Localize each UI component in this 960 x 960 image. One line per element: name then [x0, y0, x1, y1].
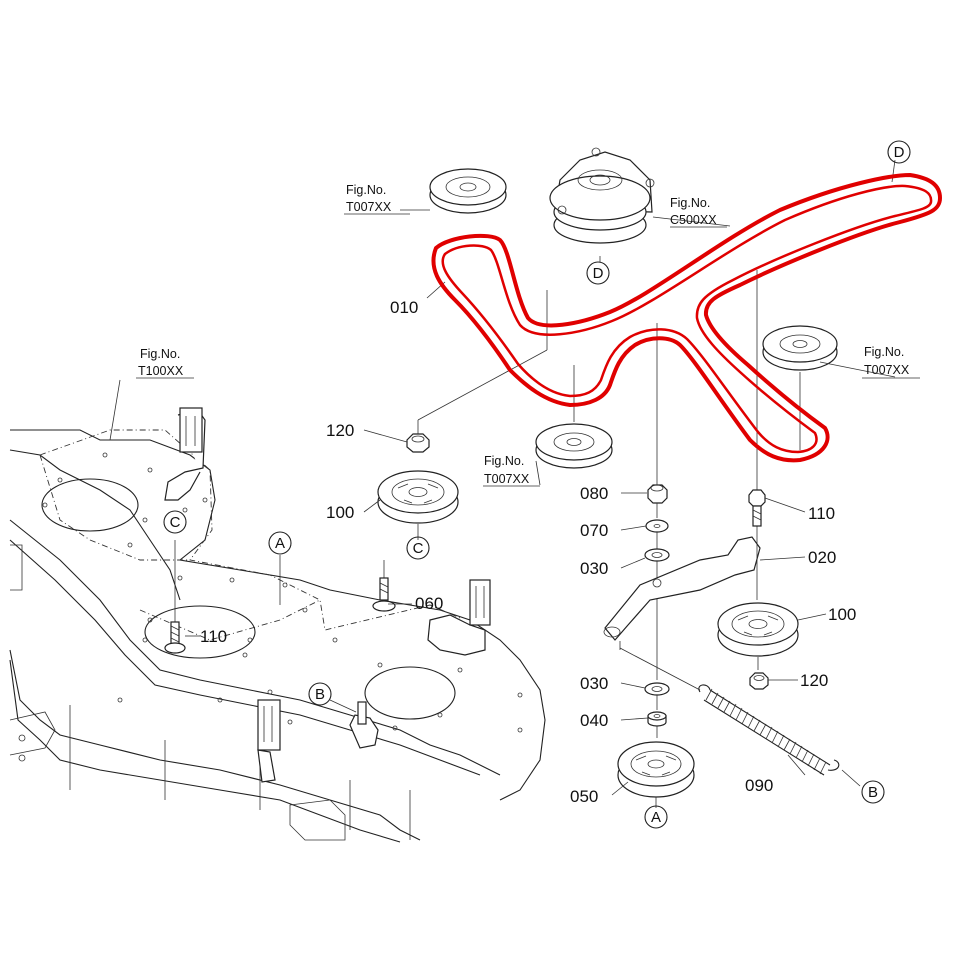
callout-030-upper: 030: [580, 559, 608, 578]
marker-d-top: D: [887, 140, 911, 164]
idler-pulley-center: [535, 365, 613, 469]
callout-050: 050: [570, 787, 598, 806]
idler-pulley-top: [429, 168, 548, 350]
deck-bolt-060: [372, 560, 396, 612]
svg-text:A: A: [275, 535, 285, 552]
figref-top-left-line1: Fig.No.: [346, 183, 386, 197]
svg-text:C: C: [170, 514, 181, 531]
callout-100-right: 100: [828, 605, 856, 624]
pto-clutch: [549, 147, 655, 244]
figref-center-line1: Fig.No.: [484, 454, 524, 468]
callout-100-left: 100: [326, 503, 354, 522]
tension-spring-090: [698, 684, 861, 787]
callout-labels: 010 120 100 080 070 030 030 040 050 110 …: [200, 298, 856, 806]
figref-top-left-line2: T007XX: [346, 200, 392, 214]
svg-text:D: D: [894, 144, 905, 161]
pulley-100-left: [377, 470, 459, 540]
svg-text:A: A: [651, 809, 661, 826]
deck-bolt-110: [164, 540, 186, 654]
callout-070: 070: [580, 521, 608, 540]
marker-b-spring: B: [861, 780, 885, 804]
callout-040: 040: [580, 711, 608, 730]
marker-b-deck: B: [308, 682, 357, 713]
figref-underlines: [136, 213, 920, 487]
idler-pulley-right: [762, 325, 838, 450]
callout-090: 090: [745, 776, 773, 795]
figref-right-line2: T007XX: [864, 363, 910, 377]
figref-deck-line1: Fig.No.: [140, 347, 180, 361]
svg-text:B: B: [315, 686, 325, 703]
belt-010: [431, 173, 942, 463]
marker-c-deck: C: [163, 510, 187, 534]
idler-arm-020: [603, 520, 761, 691]
callout-080: 080: [580, 484, 608, 503]
figure-references: Fig.No. T007XX Fig.No. C500XX Fig.No. T0…: [138, 183, 910, 486]
pulley-100-right: [717, 602, 799, 670]
callout-030-lower: 030: [580, 674, 608, 693]
callout-120-left: 120: [326, 421, 354, 440]
callout-020: 020: [808, 548, 836, 567]
callout-010: 010: [390, 298, 418, 317]
figref-right-line1: Fig.No.: [864, 345, 904, 359]
callout-060: 060: [415, 594, 443, 613]
figref-deck-line2: T100XX: [138, 364, 184, 378]
nut-120-left: [406, 349, 548, 453]
figref-clutch-line1: Fig.No.: [670, 196, 710, 210]
circled-markers: D D C C A A B B: [163, 140, 911, 829]
callout-120-right: 120: [800, 671, 828, 690]
leader-lines: [109, 159, 896, 796]
marker-a-deck: A: [268, 531, 292, 605]
svg-text:D: D: [593, 265, 604, 282]
marker-a-bottom: A: [644, 805, 668, 829]
figref-center-line2: T007XX: [484, 472, 530, 486]
center-shaft-stack: [617, 323, 695, 808]
callout-110-right: 110: [808, 504, 835, 523]
bolt-110-right: [748, 270, 766, 527]
figref-clutch-line2: C500XX: [670, 213, 717, 227]
svg-text:B: B: [868, 784, 878, 801]
svg-text:C: C: [413, 540, 424, 557]
belt-010-inner: [441, 184, 933, 454]
marker-c-pulley: C: [406, 536, 430, 560]
mower-deck: [9, 407, 546, 843]
marker-d-clutch: D: [586, 261, 610, 285]
nut-120-right: [749, 672, 769, 690]
callout-110-left: 110: [200, 627, 227, 646]
